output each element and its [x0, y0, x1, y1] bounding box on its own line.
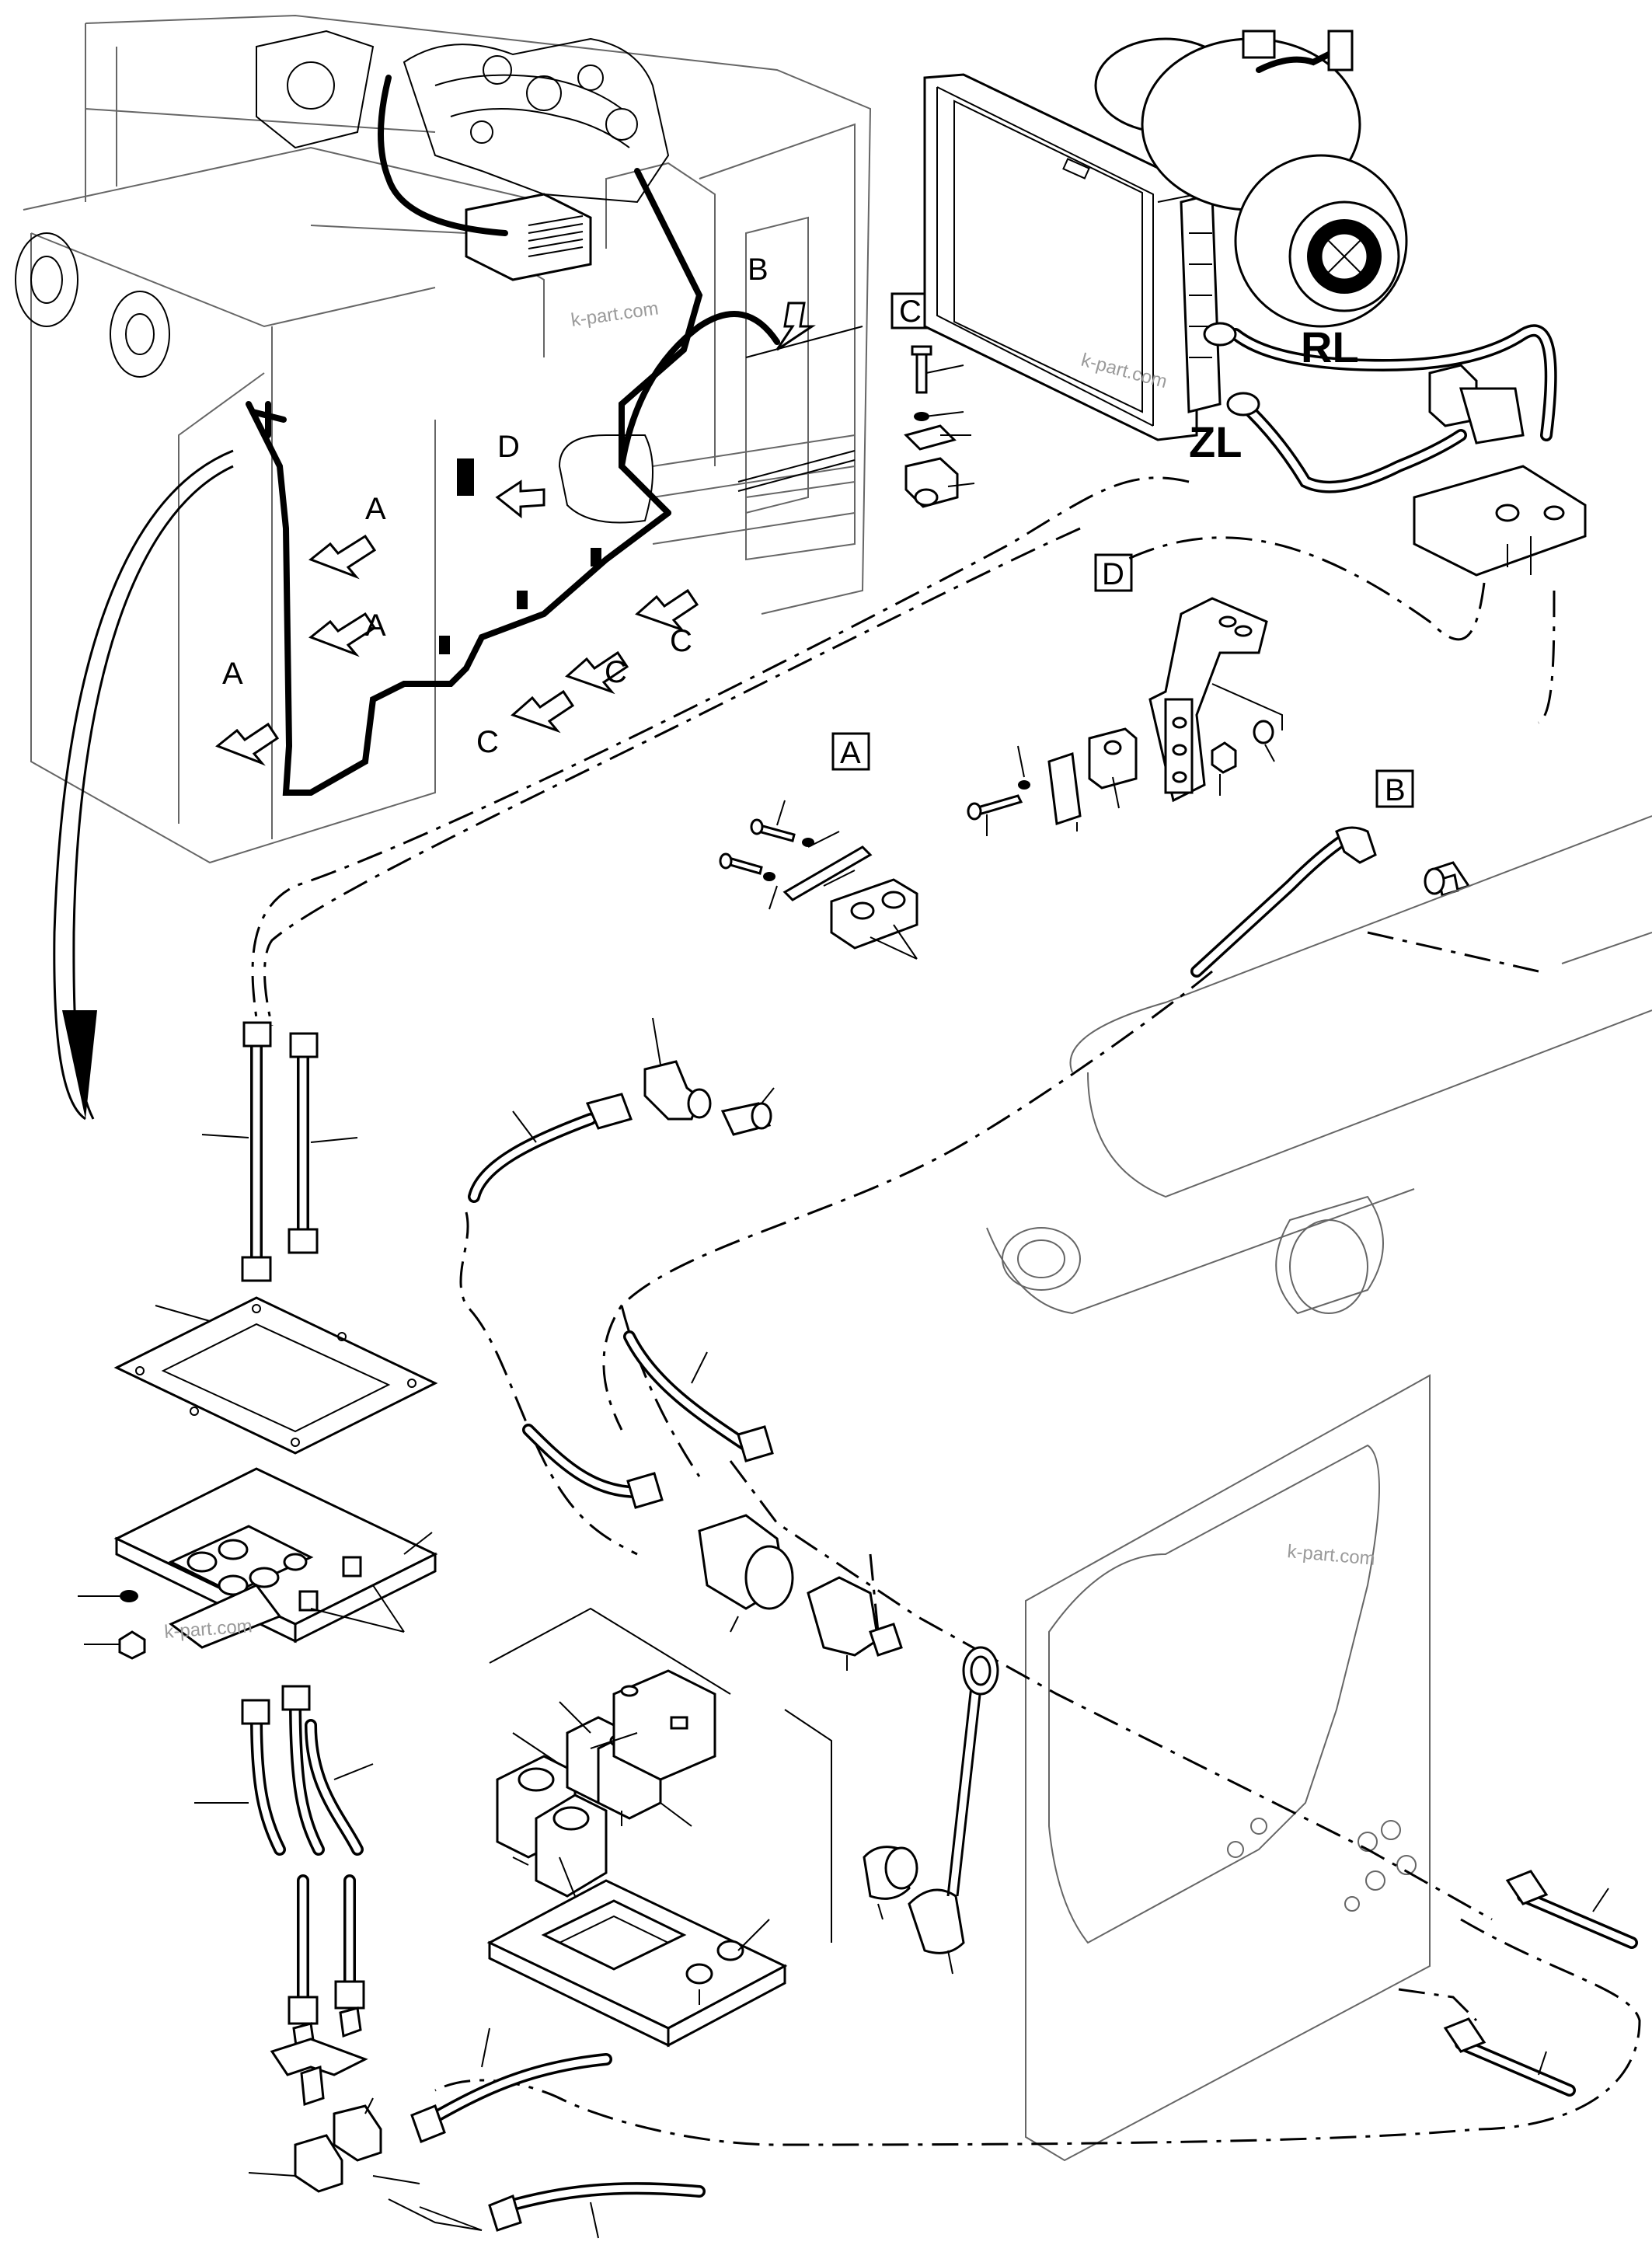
- callout-label-c-1: C: [476, 725, 499, 759]
- routing-lines: [251, 476, 1641, 2146]
- detail-box-b: [1375, 769, 1414, 808]
- port-label-zl: ZL: [1189, 417, 1242, 466]
- manifold-detail: [486, 1607, 832, 2048]
- detail-a-label: A: [840, 736, 861, 770]
- machine-overview: [15, 14, 872, 1121]
- callout-label-a-2: A: [365, 608, 386, 643]
- detail-c: [890, 292, 975, 508]
- detail-d: [967, 553, 1283, 836]
- callout-label-d-1: D: [497, 430, 520, 464]
- detail-box-d: [1094, 553, 1133, 592]
- callout-label-c-2: C: [605, 655, 627, 689]
- detail-box-a: [831, 732, 870, 771]
- watermark-3: k-part.com: [1286, 1541, 1375, 1570]
- tank-body: [986, 815, 1652, 1315]
- callout-label-c-3: C: [670, 624, 692, 658]
- callout-label-a-1: A: [365, 492, 386, 526]
- detail-c-label: C: [899, 295, 922, 329]
- port-label-rl: RL: [1301, 322, 1359, 371]
- detail-d-label: D: [1102, 557, 1124, 591]
- left-manifold: [78, 1021, 706, 2239]
- fittings-center: [468, 1017, 999, 1975]
- overview-arrows: [215, 302, 816, 766]
- right-hoses: [1443, 1870, 1638, 2097]
- detail-box-c: [890, 292, 928, 329]
- detail-b: [1190, 769, 1471, 978]
- watermark-4: k-part.com: [164, 1616, 253, 1643]
- callout-label-b-1: B: [748, 253, 768, 287]
- callout-label-a-3: A: [222, 657, 243, 691]
- heater-unit: [923, 30, 1587, 577]
- detail-a: [719, 732, 918, 960]
- panel-plate: [1025, 1374, 1431, 2162]
- watermark-1: k-part.com: [570, 298, 660, 331]
- detail-b-label: B: [1385, 773, 1406, 807]
